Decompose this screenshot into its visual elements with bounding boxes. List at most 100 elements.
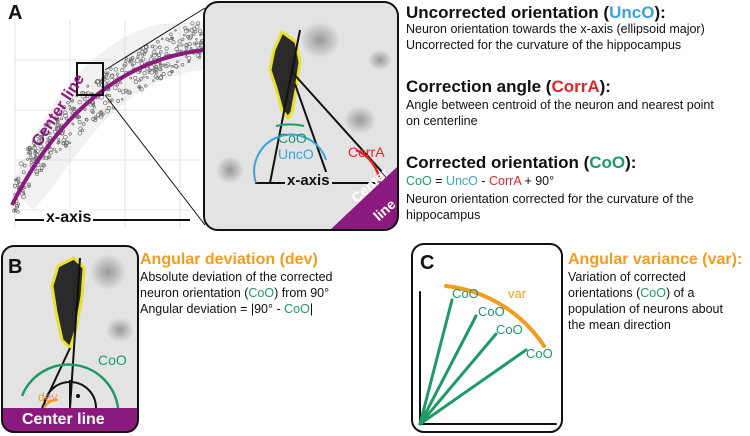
neuron-dot xyxy=(150,54,153,58)
neuron-dot xyxy=(105,78,110,83)
neuron-dot xyxy=(26,157,29,161)
neuron-dot xyxy=(174,64,179,69)
neuron-dot xyxy=(145,76,149,79)
neuron-dot xyxy=(44,155,49,160)
neuron-dot xyxy=(164,46,169,51)
neuron-dot xyxy=(113,67,119,72)
neuron-dot xyxy=(58,147,62,151)
corra-desc-2: on centerline xyxy=(406,114,478,128)
neuron-dot xyxy=(110,73,115,78)
neuron-dot xyxy=(181,37,185,41)
neuron-dot xyxy=(153,74,158,79)
neuron-dot xyxy=(142,75,145,79)
neuron-dot xyxy=(177,39,182,44)
center-line-curve xyxy=(10,48,206,206)
unco-desc-1: Neuron orientation towards the x-axis (e… xyxy=(406,22,705,36)
neuron-dot xyxy=(140,56,146,62)
neuron-dot xyxy=(137,85,141,89)
neuron-dot xyxy=(37,168,41,172)
panel-b-line-2: neuron orientation (CoO) from 90° xyxy=(140,286,330,300)
neuron-dot xyxy=(129,76,133,80)
neuron-dot xyxy=(58,112,63,117)
neuron-dot xyxy=(36,138,42,143)
neuron-dot xyxy=(116,99,121,103)
neuron-dot xyxy=(55,150,58,154)
neuron-dot xyxy=(99,112,104,117)
neuron-dot xyxy=(137,51,141,56)
neuron-dot xyxy=(29,160,34,165)
neuron-dot xyxy=(46,137,50,141)
neuron-dot xyxy=(109,74,115,79)
neuron-dot xyxy=(71,108,77,113)
neuron-dot xyxy=(61,141,67,146)
neuron-dot xyxy=(120,89,126,95)
neuron-dot xyxy=(183,33,186,37)
neuron-dot xyxy=(180,43,184,47)
neuron-dot xyxy=(165,37,169,41)
neuron-dot xyxy=(190,21,195,26)
neuron-dot xyxy=(47,151,51,155)
neuron-dot xyxy=(169,32,173,37)
coo-title: Corrected orientation (CoO): xyxy=(406,153,637,172)
neuron-dot xyxy=(16,202,21,206)
neuron-dot xyxy=(41,131,46,136)
neuron-dot xyxy=(56,141,60,145)
neuron-dot xyxy=(144,45,148,49)
neuron-dot xyxy=(121,98,124,101)
neuron-dot xyxy=(115,72,119,76)
zoom-line-bottom xyxy=(104,94,206,226)
neuron-dot xyxy=(18,161,24,167)
panel-label-a: A xyxy=(8,2,23,24)
neuron-dot xyxy=(26,182,31,187)
neuron-dot xyxy=(154,65,159,70)
neuron-dot xyxy=(128,90,132,95)
neuron-dot xyxy=(32,145,37,150)
neuron-dot xyxy=(198,52,202,56)
neuron-dot xyxy=(28,150,33,155)
neuron-dot xyxy=(123,88,129,93)
neuron-dot xyxy=(80,128,84,133)
neuron-dot xyxy=(164,63,169,69)
inset-a-frame xyxy=(203,1,399,231)
neuron-dot xyxy=(21,170,26,175)
neuron-dot xyxy=(180,63,185,67)
neuron-dot xyxy=(158,62,162,66)
neuron-dot xyxy=(68,132,72,136)
neuron-dot xyxy=(64,144,68,148)
c-coo-1: CoO xyxy=(452,286,479,301)
neuron-dot xyxy=(61,104,67,110)
c-coo-2: CoO xyxy=(478,304,505,319)
neuron-dot xyxy=(86,84,90,88)
neuron-dot xyxy=(160,73,163,77)
neuron-dot xyxy=(39,130,43,134)
neuron-dot xyxy=(167,39,171,42)
c-var-label: var xyxy=(508,286,527,301)
neuron-dot xyxy=(187,41,192,46)
neuron-dot xyxy=(174,28,177,32)
neuron-dot xyxy=(186,28,190,32)
neuron-dot xyxy=(154,70,159,75)
neuron-dot xyxy=(136,54,140,59)
neuron-dot xyxy=(42,128,47,133)
neuron-dot xyxy=(195,37,198,41)
neuron-dot xyxy=(105,108,110,114)
unco-title: Uncorrected orientation (UncO): xyxy=(406,3,666,22)
neuron-dot xyxy=(93,118,98,123)
neuron-dot xyxy=(96,82,101,87)
neuron-dot xyxy=(92,105,96,109)
panel-c-frame xyxy=(411,243,563,433)
neuron-dot xyxy=(145,66,150,71)
corra-desc-1: Angle between centroid of the neuron and… xyxy=(406,98,714,112)
neuron-dot xyxy=(77,100,82,105)
panel-c-line-3: population of neurons about xyxy=(568,302,723,316)
neuron-dot xyxy=(77,120,82,124)
neuron-dot xyxy=(66,100,70,105)
c-coo-3: CoO xyxy=(496,322,523,337)
neuron-dot xyxy=(39,138,44,143)
panel-label-c: C xyxy=(420,252,435,274)
neuron-dot xyxy=(112,85,118,91)
c-coo-4: CoO xyxy=(526,346,553,361)
neuron-dot xyxy=(27,151,30,155)
neuron-dot xyxy=(83,107,87,111)
